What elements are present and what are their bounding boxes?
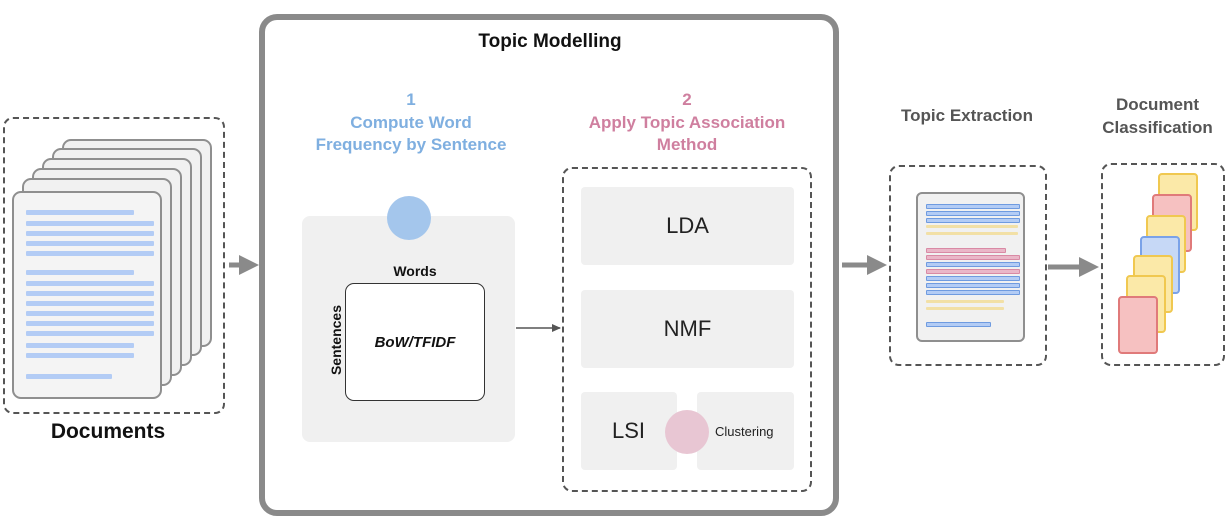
- text-line: [26, 241, 154, 246]
- text-line: [26, 301, 154, 306]
- method-lsi: LSI: [581, 392, 677, 470]
- topic-line: [926, 276, 1020, 281]
- topic-line: [926, 248, 1006, 253]
- method-clustering: Clustering: [697, 392, 794, 470]
- classification-frame: [1101, 163, 1225, 366]
- matrix-sentences-label: Sentences: [328, 304, 344, 376]
- text-line: [26, 291, 154, 296]
- topic-line: [926, 204, 1020, 209]
- topic-modelling-title: Topic Modelling: [478, 31, 622, 52]
- method-nmf: NMF: [581, 290, 794, 368]
- method-lda-label: LDA: [666, 213, 709, 238]
- topic-line: [926, 232, 1018, 235]
- topic-extraction-title: Topic Extraction: [901, 106, 1033, 125]
- text-line: [26, 331, 154, 336]
- classified-doc-red: [1118, 296, 1158, 354]
- method-lda: LDA: [581, 187, 794, 265]
- topic-line: [926, 300, 1004, 303]
- step2-title-line1: Apply Topic Association: [588, 113, 786, 132]
- text-line: [26, 321, 154, 326]
- matrix-words-label: Words: [393, 263, 437, 279]
- topic-line: [926, 255, 1020, 260]
- topic-line: [926, 307, 1004, 310]
- step2-number: 2: [682, 90, 692, 109]
- topic-line: [926, 225, 1018, 228]
- text-line: [26, 231, 154, 236]
- documents-label: Documents: [50, 420, 166, 443]
- documents-group-frame: [3, 117, 225, 414]
- text-line: [26, 374, 112, 379]
- step2-circle-icon: [665, 410, 709, 454]
- step1-number: 1: [406, 90, 416, 109]
- topic-line: [926, 218, 1020, 223]
- extracted-topics-document: [916, 192, 1025, 342]
- text-line: [26, 221, 154, 226]
- text-line: [26, 270, 134, 275]
- text-line: [26, 353, 134, 358]
- text-line: [26, 281, 154, 286]
- method-clustering-label: Clustering: [715, 423, 774, 439]
- topic-line: [926, 211, 1020, 216]
- topic-line: [926, 322, 991, 327]
- topic-extraction-frame: [889, 165, 1047, 366]
- text-line: [26, 343, 134, 348]
- method-nmf-label: NMF: [663, 316, 712, 341]
- methods-group-frame: [562, 167, 812, 492]
- topic-line: [926, 290, 1020, 295]
- classification-title-line2: Classification: [1102, 118, 1213, 137]
- topic-line: [926, 283, 1020, 288]
- topic-line: [926, 262, 1020, 267]
- bow-tfidf-label: BoW/TFIDF: [374, 333, 456, 351]
- classification-title-line1: Document: [1115, 95, 1200, 114]
- step1-circle-icon: [387, 196, 431, 240]
- text-line: [26, 210, 134, 215]
- text-line: [26, 251, 154, 256]
- text-line: [26, 311, 154, 316]
- step2-title-line2: Method: [656, 135, 718, 154]
- document-sheet-front: [12, 191, 162, 399]
- topic-line: [926, 269, 1020, 274]
- method-lsi-label: LSI: [612, 418, 646, 443]
- step1-title-line2: Frequency by Sentence: [315, 135, 507, 154]
- arrow-matrix-to-methods: [516, 324, 561, 332]
- bow-tfidf-matrix: BoW/TFIDF: [345, 283, 485, 401]
- step1-title-line1: Compute Word: [350, 113, 472, 132]
